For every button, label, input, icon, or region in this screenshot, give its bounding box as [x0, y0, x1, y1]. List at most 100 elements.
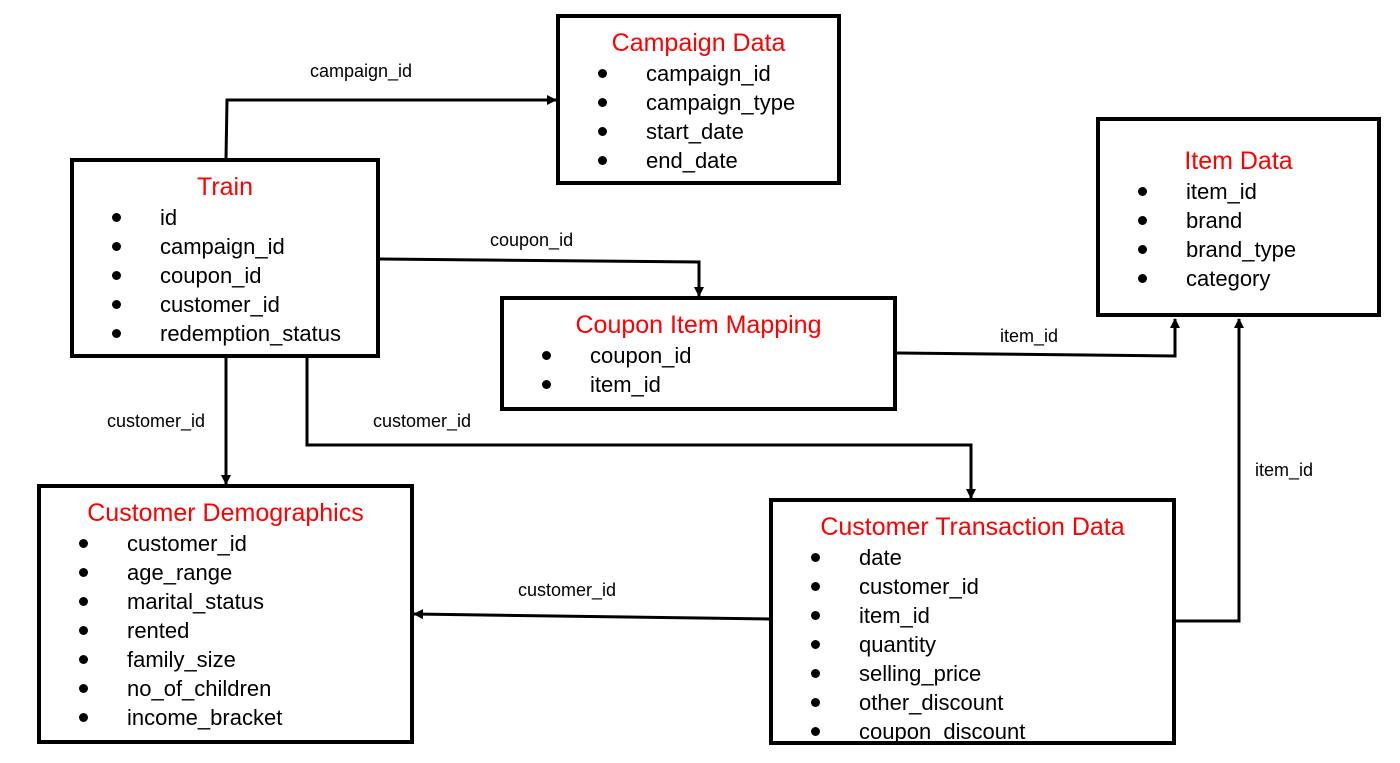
field-list: item_id brand brand_type category — [1100, 177, 1377, 293]
field-label: coupon_discount — [859, 719, 1026, 744]
relationship-label-customer-id: customer_id — [373, 411, 472, 431]
bullet-icon — [112, 329, 121, 338]
field-label: item_id — [590, 372, 661, 397]
field-item: customer_id — [41, 529, 410, 558]
field-label: customer_id — [859, 574, 979, 599]
bullet-icon — [811, 727, 820, 736]
field-list: campaign_id campaign_type start_date end… — [560, 59, 837, 175]
field-label: customer_id — [160, 292, 280, 317]
field-label: no_of_children — [127, 676, 272, 701]
entity-title: Item Data — [1184, 147, 1293, 175]
field-label: date — [859, 545, 902, 570]
entity-title: Train — [196, 173, 254, 201]
bullet-icon — [79, 655, 88, 664]
field-label: family_size — [127, 647, 236, 672]
edge-transaction-to-demographics — [413, 609, 771, 621]
entity-campaign-data: Campaign Data campaign_id campaign_type … — [556, 14, 841, 185]
field-label: other_discount — [859, 690, 1004, 715]
edge-train-to-campaign — [224, 95, 557, 160]
field-item: coupon_id — [504, 341, 893, 370]
field-item: redemption_status — [74, 319, 376, 348]
entity-title: Campaign Data — [611, 29, 786, 57]
bullet-icon — [112, 271, 121, 280]
entity-item-data: Item Data item_id brand brand_type categ… — [1096, 117, 1381, 317]
bullet-icon — [598, 98, 607, 107]
relationship-label-customer-id: customer_id — [107, 411, 206, 431]
field-item: campaign_id — [74, 232, 376, 261]
bullet-icon — [112, 213, 121, 222]
entity-title: Customer Demographics — [87, 499, 364, 527]
field-label: selling_price — [859, 661, 982, 686]
field-item: date — [773, 543, 1172, 572]
field-list: id campaign_id coupon_id customer_id red… — [74, 203, 376, 348]
field-item: marital_status — [41, 587, 410, 616]
bullet-icon — [79, 626, 88, 635]
field-item: item_id — [773, 601, 1172, 630]
field-item: no_of_children — [41, 674, 410, 703]
field-label: item_id — [1186, 179, 1257, 204]
bullet-icon — [79, 597, 88, 606]
field-item: customer_id — [74, 290, 376, 319]
field-item: coupon_id — [74, 261, 376, 290]
field-item: id — [74, 203, 376, 232]
field-label: item_id — [859, 603, 930, 628]
bullet-icon — [811, 640, 820, 649]
field-label: redemption_status — [160, 321, 341, 346]
field-item: start_date — [560, 117, 837, 146]
field-item: end_date — [560, 146, 837, 175]
field-label: campaign_id — [646, 61, 771, 86]
bullet-icon — [1138, 274, 1147, 283]
entity-title: Coupon Item Mapping — [575, 311, 822, 339]
field-list: customer_id age_range marital_status ren… — [41, 529, 410, 732]
entity-coupon-item-mapping: Coupon Item Mapping coupon_id item_id — [500, 296, 897, 411]
bullet-icon — [598, 127, 607, 136]
relationship-label-campaign-id: campaign_id — [310, 61, 413, 81]
field-item: customer_id — [773, 572, 1172, 601]
field-label: id — [160, 205, 178, 230]
field-label: quantity — [859, 632, 937, 657]
bullet-icon — [79, 684, 88, 693]
field-label: marital_status — [127, 589, 264, 614]
bullet-icon — [542, 380, 551, 389]
bullet-icon — [811, 669, 820, 678]
edge-train-to-transaction — [305, 358, 976, 499]
relationship-label-customer-id: customer_id — [518, 580, 617, 600]
field-label: start_date — [646, 119, 744, 144]
bullet-icon — [79, 713, 88, 722]
bullet-icon — [79, 568, 88, 577]
relationship-label-item-id: item_id — [1000, 326, 1059, 346]
field-item: category — [1100, 264, 1377, 293]
field-label: campaign_type — [646, 90, 796, 115]
field-item: brand_type — [1100, 235, 1377, 264]
field-item: campaign_type — [560, 88, 837, 117]
field-list: coupon_id item_id — [504, 341, 893, 399]
edge-coupon-item-to-item — [896, 318, 1180, 358]
field-item: coupon_discount — [773, 717, 1172, 746]
field-item: item_id — [1100, 177, 1377, 206]
field-label: brand — [1186, 208, 1243, 233]
field-label: category — [1186, 266, 1271, 291]
bullet-icon — [1138, 245, 1147, 254]
field-label: income_bracket — [127, 705, 283, 730]
bullet-icon — [598, 69, 607, 78]
entity-customer-transaction-data: Customer Transaction Data date customer_… — [769, 498, 1176, 745]
bullet-icon — [542, 351, 551, 360]
edge-transaction-to-item — [1176, 318, 1244, 623]
bullet-icon — [811, 553, 820, 562]
field-label: brand_type — [1186, 237, 1297, 262]
relationship-label-coupon-id: coupon_id — [490, 230, 574, 250]
bullet-icon — [811, 582, 820, 591]
field-label: age_range — [127, 560, 233, 585]
field-item: age_range — [41, 558, 410, 587]
field-item: item_id — [504, 370, 893, 399]
entity-title: Customer Transaction Data — [820, 513, 1125, 541]
bullet-icon — [1138, 216, 1147, 225]
bullet-icon — [811, 611, 820, 620]
bullet-icon — [1138, 187, 1147, 196]
field-item: selling_price — [773, 659, 1172, 688]
entity-train: Train id campaign_id coupon_id customer_… — [70, 158, 380, 358]
bullet-icon — [112, 300, 121, 309]
field-item: family_size — [41, 645, 410, 674]
field-item: quantity — [773, 630, 1172, 659]
